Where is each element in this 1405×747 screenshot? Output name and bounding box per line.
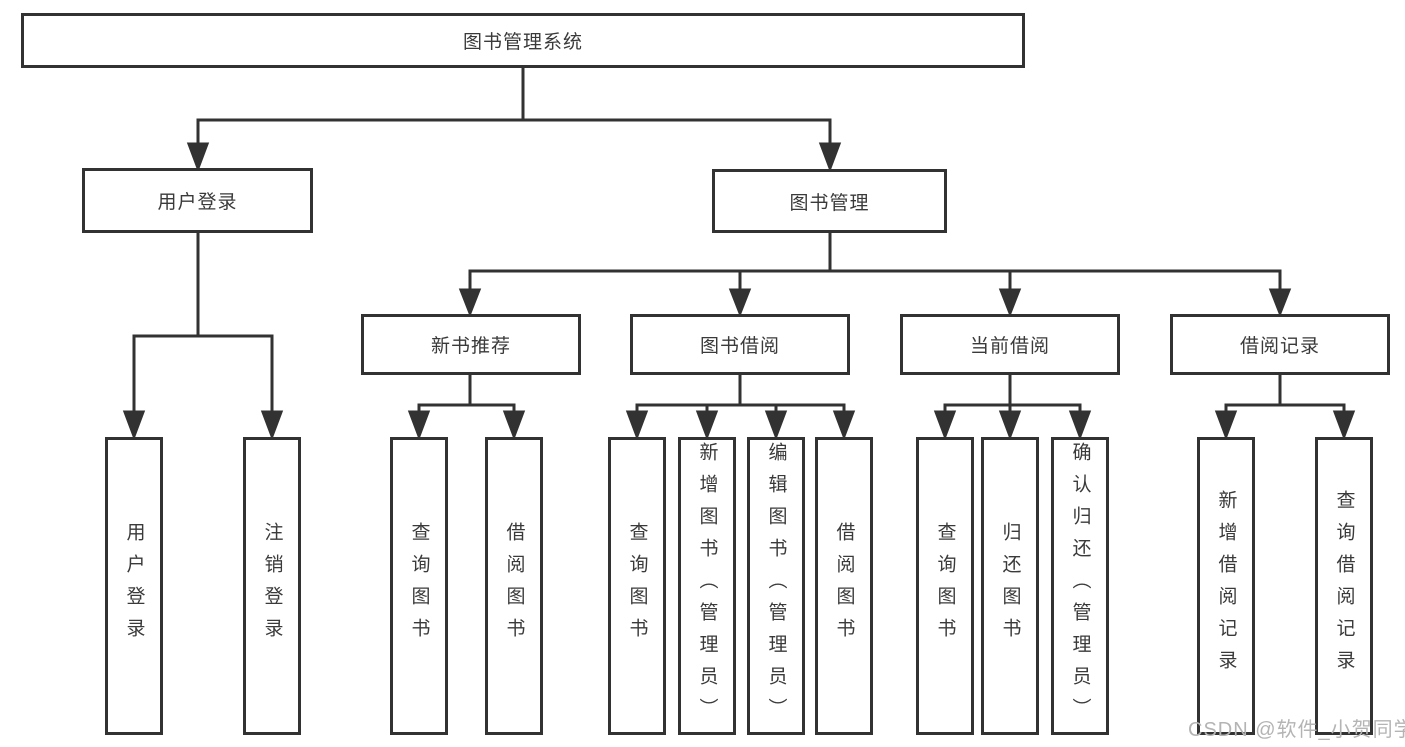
node-label: 新书推荐 [430,336,511,357]
leaf-borrow-books: 借阅图书 [485,437,543,735]
csdn-watermark: CSDN @软件_小贺同学 [1188,719,1405,741]
node-book-management: 图书管理 [712,169,947,233]
node-label: 确认归还（管理员） [1069,442,1091,730]
node-label: 注销登录 [261,522,283,650]
node-label: 图书借阅 [699,336,780,357]
leaf-query-borrow-record: 查询借阅记录 [1315,437,1373,735]
node-label: 图书管理系统 [462,32,583,53]
node-user-login: 用户登录 [82,168,313,233]
node-book-borrowing: 图书借阅 [630,314,850,375]
leaf-user-login: 用户登录 [105,437,163,735]
node-label: 用户登录 [123,522,145,650]
node-new-book-recommend: 新书推荐 [361,314,581,375]
node-label: 借阅图书 [503,522,525,650]
node-label: 当前借阅 [969,336,1050,357]
leaf-query-books: 查询图书 [390,437,448,735]
node-label: 借阅图书 [833,522,855,650]
node-label: 新增图书（管理员） [696,442,718,730]
node-current-borrowing: 当前借阅 [900,314,1120,375]
node-label: 查询图书 [934,522,956,650]
node-label: 借阅记录 [1239,336,1320,357]
node-label: 编辑图书（管理员） [765,442,787,730]
leaf-edit-book-admin: 编辑图书（管理员） [747,437,805,735]
node-label: 查询借阅记录 [1333,490,1355,682]
leaf-borrow-books: 借阅图书 [815,437,873,735]
node-root: 图书管理系统 [21,13,1025,68]
node-label: 图书管理 [789,192,870,214]
node-label: 归还图书 [999,522,1021,650]
node-label: 新增借阅记录 [1215,490,1237,682]
node-label: 查询图书 [626,522,648,650]
node-label: 查询图书 [408,522,430,650]
leaf-logout: 注销登录 [243,437,301,735]
leaf-confirm-return-admin: 确认归还（管理员） [1051,437,1109,735]
node-borrow-records: 借阅记录 [1170,314,1390,375]
leaf-add-borrow-record: 新增借阅记录 [1197,437,1255,735]
leaf-query-books: 查询图书 [916,437,974,735]
leaf-query-books: 查询图书 [608,437,666,735]
leaf-add-book-admin: 新增图书（管理员） [678,437,736,735]
leaf-return-books: 归还图书 [981,437,1039,735]
node-label: 用户登录 [157,192,238,213]
